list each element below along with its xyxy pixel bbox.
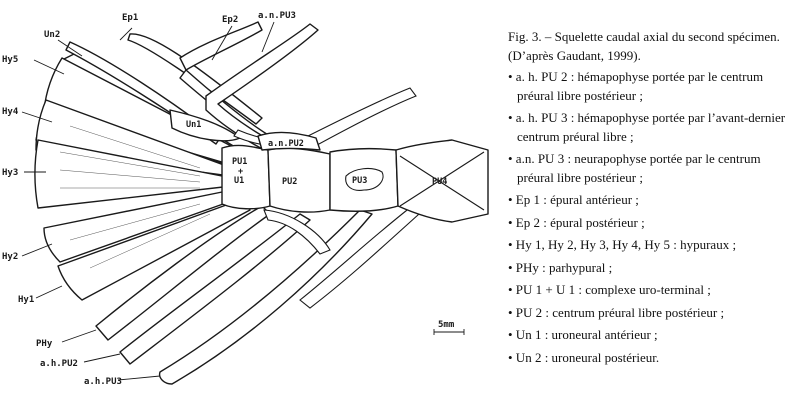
label-ahpu3: a.h.PU3: [84, 377, 122, 387]
label-u1: U1: [234, 176, 244, 186]
hypural-hatching: [59, 125, 211, 269]
label-phy: PHy: [36, 339, 53, 349]
legend-item: • a. h. PU 2 : hémapophyse portée par le…: [508, 69, 764, 103]
label-anpu3: a.n.PU3: [258, 11, 296, 21]
label-pu4: PU4: [432, 177, 447, 187]
legend-item: • Ep 2 : épural postérieur ;: [508, 214, 645, 230]
neural-spine-pu4: [299, 87, 417, 151]
legend-item: • PU 2 : centrum préural libre postérieu…: [508, 304, 725, 320]
legend-item: • Un 2 : uroneural postérieur.: [508, 349, 660, 365]
figure-legend: Fig. 3. – Squelette caudal axial du seco…: [508, 28, 790, 371]
legend-item: • PHy : parhypural ;: [508, 259, 613, 275]
label-ahpu2: a.h.PU2: [40, 359, 78, 369]
label-ep1: Ep1: [122, 13, 138, 23]
legend-item: • PU 1 + U 1 : complexe uro-terminal ;: [508, 282, 711, 297]
legend-item: • Un 1 : uroneural antérieur ;: [508, 327, 658, 342]
leader-lines: [21, 21, 275, 381]
pu1-u1-centrum: [221, 144, 271, 210]
pu4-cross: [399, 151, 485, 211]
label-hy4: Hy4: [2, 107, 19, 117]
label-anpu2: a.n.PU2: [268, 139, 304, 149]
anpu2-bone: [257, 131, 321, 151]
label-pu3: PU3: [352, 176, 367, 186]
label-hy1: Hy1: [18, 295, 34, 305]
label-pu2: PU2: [282, 177, 297, 187]
label-hy3: Hy3: [2, 168, 18, 178]
label-scale: 5mm: [438, 320, 455, 330]
figure-caption: Fig. 3. – Squelette caudal axial du seco…: [508, 29, 780, 63]
label-un1: Un1: [186, 120, 201, 130]
label-pu1-plus: +: [238, 167, 243, 177]
legend-item: • a.n. PU 3 : neurapophyse portée par le…: [508, 151, 761, 185]
label-un2: Un2: [44, 30, 60, 40]
ahpu2-bone: [119, 213, 311, 365]
ahpu3-bone: [158, 209, 373, 385]
haemal-lower-wing: [263, 209, 331, 255]
label-hy2: Hy2: [2, 252, 18, 262]
legend-item: • Ep 1 : épural antérieur ;: [508, 192, 639, 207]
hy2-bone: [43, 189, 241, 263]
label-hy5: Hy5: [2, 55, 18, 65]
pu2-centrum: [267, 147, 331, 213]
label-pu1: PU1: [232, 157, 247, 167]
legend-item: • a. h. PU 3 : hémapophyse portée par l’…: [508, 110, 786, 144]
caudal-skeleton-figure: Ep1 Ep2 a.n.PU3 Un2 Hy5 Hy4 Hy3 Hy2 Hy1 …: [2, 11, 489, 387]
legend-item: • Hy 1, Hy 2, Hy 3, Hy 4, Hy 5 : hypurau…: [508, 237, 737, 252]
pu4-centrum: [395, 139, 489, 223]
legend-list: • a. h. PU 2 : hémapophyse portée par le…: [508, 68, 790, 367]
hy3-bone: [34, 139, 233, 209]
pu3-pattern: [345, 167, 384, 191]
hy1-bone: [57, 199, 251, 301]
label-ep2: Ep2: [222, 15, 238, 25]
